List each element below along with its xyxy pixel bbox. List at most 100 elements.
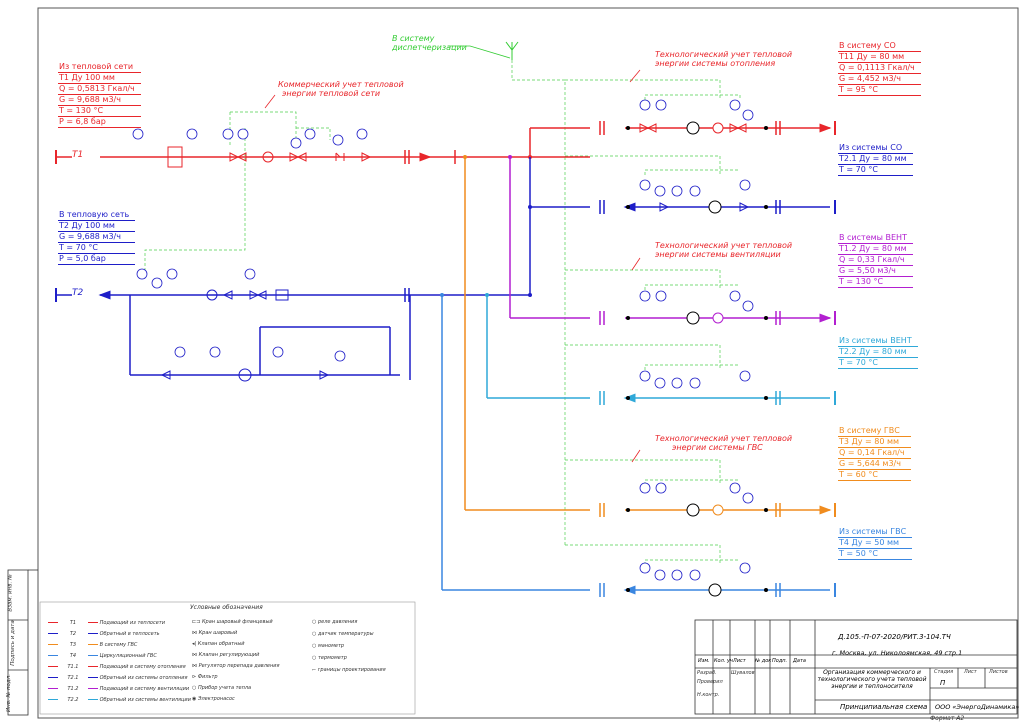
param-line: T = 50 °C [838, 549, 913, 560]
company-name: ООО «ЭнергоДинамика» [935, 703, 1020, 711]
side-stamp-inventory: Инв. № подл. [5, 674, 12, 712]
param-line: Т1.2 Ду = 80 мм [838, 244, 913, 255]
param-line: T = 95 °C [838, 85, 921, 96]
legend-symbol: ⊏⊐ Кран шаровый фланцевый [192, 619, 273, 625]
legend-row: Т2.2 Обратный из системы вентиляции [48, 697, 191, 708]
dispatch-antenna-icon [505, 41, 519, 60]
vent-out-params: В системы ВЕНТ Т1.2 Ду = 80 мм Q = 0,33 … [838, 233, 913, 288]
gvs-out-params: В систему ГВС Т3 Ду = 80 мм Q = 0,14 Гка… [838, 426, 911, 481]
legend-frame [39, 601, 416, 715]
tech-gvs-label-1: Технологический учет тепловой [655, 434, 793, 443]
vent-in-params: Из системы ВЕНТ Т2.2 Ду = 80 мм T = 70 °… [838, 336, 918, 369]
commercial-label-1: Коммерческий учет тепловой [278, 80, 404, 89]
param-line: В систему СО [838, 41, 921, 52]
param-line: T = 130 °C [838, 277, 913, 288]
param-line: Т4 Ду = 50 мм [838, 538, 913, 549]
pipe-t3-gvs-supply [464, 157, 832, 515]
co-in-params: Из системы СО Т2.1 Ду = 80 мм T = 70 °C [838, 143, 913, 176]
role-developer: Разраб. [697, 670, 717, 676]
param-line: T = 60 °C [838, 470, 911, 481]
param-line: Т1 Ду 100 мм [58, 73, 141, 84]
param-line: Q = 0,5813 Гкал/ч [58, 84, 141, 95]
legend-row: Т2.1 Обратный из системы отопления [48, 675, 191, 686]
param-line: В тепловую сеть [58, 210, 136, 221]
rev-head: № док [755, 658, 772, 664]
project-title: Организация коммерческого и технологичес… [817, 669, 927, 690]
legend-symbol: ○ Прибор учета тепла [192, 685, 252, 691]
legend-symbol: ⋈ Регулятор перепада давления [192, 663, 280, 669]
legend-symbol: ⋈ Клапан регулирующий [192, 652, 260, 658]
pipe-t4-gvs-circulation [441, 295, 830, 595]
role-checker: Проверил [697, 679, 723, 685]
line-t1-tag: Т1 [72, 150, 84, 160]
tech-heating-label-1: Технологический учет тепловой [655, 50, 793, 59]
legend-row: Т1.2 Подающий в систему вентиляции [48, 686, 191, 697]
param-line: Из системы ВЕНТ [838, 336, 918, 347]
param-line: T = 70 °C [838, 358, 918, 369]
tech-vent-label-1: Технологический учет тепловой [655, 241, 793, 250]
rev-head: Подп. [772, 658, 788, 664]
param-line: G = 5,50 м3/ч [838, 266, 913, 277]
legend-sensor: ○ реле давления [312, 619, 358, 625]
param-line: T = 70 °C [838, 165, 913, 176]
side-stamp-signature: Подпись и дата [9, 620, 16, 666]
param-line: В системы ВЕНТ [838, 233, 913, 244]
rev-head: Лист [733, 658, 746, 664]
param-line: Из системы СО [838, 143, 913, 154]
param-line: Т2.2 Ду = 80 мм [838, 347, 918, 358]
supply-in-params: Из тепловой сети Т1 Ду 100 мм Q = 0,5813… [58, 62, 141, 128]
legend-row: Т3 В систему ГВС [48, 642, 191, 653]
stage-head: Стадия [934, 669, 954, 675]
rev-head: Дата [793, 658, 806, 664]
tech-vent-label-2: энергии системы вентиляции [655, 250, 781, 259]
line-t2-tag: Т2 [72, 288, 84, 298]
param-line: P = 5,0 бар [58, 254, 136, 265]
instrument-gauges [132, 99, 754, 581]
legend-symbol: ◂| Клапан обратный [192, 641, 245, 647]
rev-head: Кол. уч [714, 658, 733, 664]
legend-sensor: ○ термометр [312, 655, 347, 661]
legend-lines: Т1 Подающий из теплосети Т2 Обратный в т… [48, 620, 191, 708]
param-line: G = 4,452 м3/ч [838, 74, 921, 85]
param-line: В систему ГВС [838, 426, 911, 437]
legend-row: Т1.1 Подающий в систему отопления [48, 664, 191, 675]
dispatch-label-1: В систему [392, 34, 435, 43]
object-address: г. Москва, ул. Николоямская, 49 стр.1 [832, 649, 963, 657]
gvs-in-params: Из системы ГВС Т4 Ду = 50 мм T = 50 °C [838, 527, 913, 560]
legend-sensor: ○ датчик температуры [312, 631, 374, 637]
param-line: T = 130 °C [58, 106, 141, 117]
legend-symbol: ⊳ Фильтр [192, 674, 218, 680]
dispatch-signal-lines [144, 60, 741, 565]
param-line: Т2 Ду 100 мм [58, 221, 136, 232]
role-norm-control: Н.контр. [697, 692, 720, 698]
param-line: T = 70 °C [58, 243, 136, 254]
param-line: G = 9,688 м3/ч [58, 95, 141, 106]
pipe-t12-vent-supply [509, 157, 832, 323]
return-out-params: В тепловую сеть Т2 Ду 100 мм G = 9,688 м… [58, 210, 136, 265]
legend-row: Т4 Циркуляционный ГВС [48, 653, 191, 664]
param-line: Т2.1 Ду = 80 мм [838, 154, 913, 165]
developer-name: Шувалов [731, 670, 755, 676]
legend-row: Т2 Обратный в теплосеть [48, 631, 191, 642]
sheet-head: Лист [964, 669, 977, 675]
param-line: Из тепловой сети [58, 62, 141, 73]
pipe-t2-return [56, 157, 830, 380]
pipe-t22-vent-return [486, 295, 830, 403]
dispatch-leader [448, 45, 511, 59]
drawing-frame [37, 7, 1019, 719]
legend-sensor: ⌐ границы проектирования [312, 667, 386, 673]
legend-symbol: ⋈ Кран шаровый [192, 630, 238, 636]
legend-sensor: ○ манометр [312, 643, 345, 649]
legend-row: Т1 Подающий из теплосети [48, 620, 191, 631]
title-block-frame [694, 619, 1018, 715]
param-line: Из системы ГВС [838, 527, 913, 538]
dispatch-label-2: диспетчеризации [392, 43, 467, 52]
document-code: Д.105.-П-07-2020/РИТ.3-104.ТЧ [838, 633, 951, 641]
legend-symbol: ◉ Электронасос [192, 696, 235, 702]
sheets-head: Листов [989, 669, 1008, 675]
tech-gvs-label-2: энергии системы ГВС [672, 443, 763, 452]
stage-value: П [940, 679, 946, 687]
side-stamp-frame [7, 569, 38, 716]
commercial-label-2: энергии тепловой сети [282, 89, 381, 98]
